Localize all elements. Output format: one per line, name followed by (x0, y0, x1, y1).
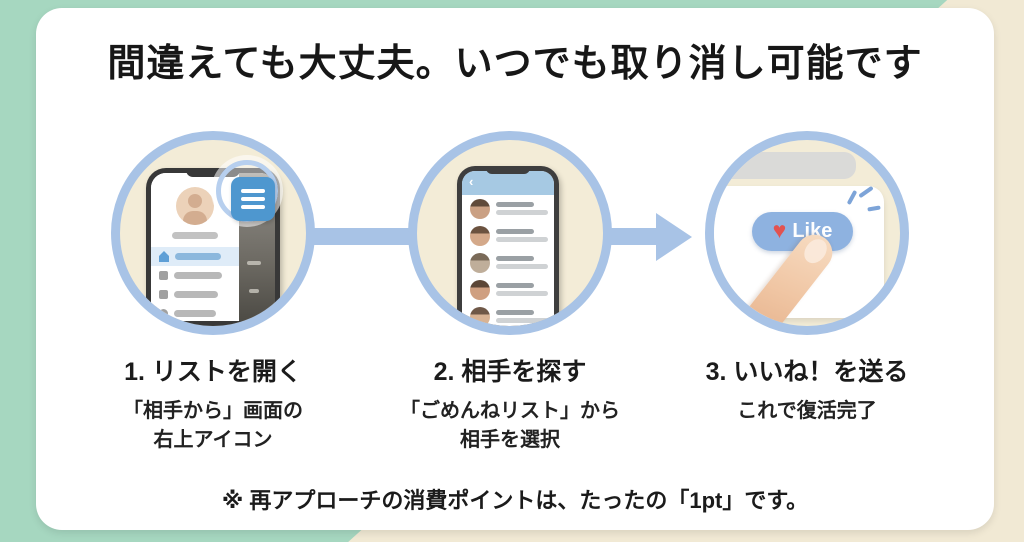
phone-mockup-list: ‹ (457, 166, 559, 326)
avatar (470, 252, 490, 273)
footnote: ※ 再アプローチの消費ポイントは、たったの「1pt」です。 (221, 488, 809, 513)
name-placeholder-bar (172, 232, 218, 239)
hamburger-menu-icon (231, 177, 275, 221)
list-item-text (496, 256, 548, 269)
dimmed-text-bar (247, 261, 261, 265)
menu-item-icon (159, 271, 168, 280)
list-item-text (496, 310, 548, 323)
dimmed-text-bar (249, 289, 259, 293)
step2-caption: 2. 相手を探す 「ごめんねリスト」から 相手を選択 (360, 352, 660, 455)
hamburger-line (241, 189, 265, 193)
connector-line-2 (604, 228, 660, 245)
list-item (462, 303, 554, 326)
avatar (470, 306, 490, 326)
connector-line-1 (307, 228, 415, 245)
step2-desc-line1: 「ごめんねリスト」から (400, 400, 620, 422)
step3-caption: 3. いいね！を送る これで復活完了 (657, 352, 957, 426)
step3-illustration-circle: ♥ Like (705, 131, 909, 335)
avatar (470, 225, 490, 246)
step3-desc-line1: これで復活完了 (737, 400, 877, 422)
menu-label-bar (174, 272, 222, 279)
step1-title: 1. リストを開く (124, 358, 302, 386)
phone2-screen: ‹ (462, 171, 554, 326)
home-icon (159, 250, 169, 262)
page-title: 間違えても大丈夫。いつでも取り消し可能です (107, 43, 923, 85)
step1-illustration-circle (111, 131, 315, 335)
background-card (714, 152, 856, 179)
avatar-head (188, 194, 202, 208)
hamburger-line (241, 197, 265, 201)
step2-title: 2. 相手を探す (433, 358, 587, 386)
back-icon: ‹ (469, 174, 474, 189)
menu-label-bar (174, 291, 218, 298)
list-item-text (496, 283, 548, 296)
list-item-text (496, 202, 548, 215)
phone1-menu-drawer (151, 173, 239, 321)
heart-icon: ♥ (772, 217, 787, 243)
menu-item-icon (159, 309, 168, 318)
menu-label-bar (175, 253, 221, 260)
menu-item-icon (159, 290, 168, 299)
list-item (462, 222, 554, 249)
magnifier-highlight (216, 160, 278, 222)
menu-items (151, 247, 239, 321)
step2-description: 「ごめんねリスト」から 相手を選択 (360, 397, 660, 455)
partner-list (462, 195, 554, 326)
hamburger-line (241, 205, 265, 209)
menu-item (151, 304, 239, 321)
step1-caption: 1. リストを開く 「相手から」画面の 右上アイコン (63, 352, 363, 455)
avatar (470, 198, 490, 219)
list-item (462, 276, 554, 303)
step3-title: 3. いいね！を送る (705, 358, 909, 386)
list-item-text (496, 229, 548, 242)
menu-item (151, 285, 239, 304)
avatar (470, 279, 490, 300)
phone2-notch (486, 166, 530, 174)
menu-item (151, 266, 239, 285)
step3-description: これで復活完了 (657, 397, 957, 426)
phone1-notch (186, 168, 240, 177)
avatar (176, 187, 214, 225)
arrow-right-icon (656, 213, 692, 261)
step1-description: 「相手から」画面の 右上アイコン (63, 397, 363, 455)
menu-label-bar (174, 310, 216, 317)
avatar-body (183, 211, 207, 225)
list-item (462, 195, 554, 222)
step1-desc-line2: 右上アイコン (153, 429, 273, 451)
step2-desc-line2: 相手を選択 (460, 429, 560, 451)
menu-item-active (151, 247, 239, 266)
list-item (462, 249, 554, 276)
phone2-header: ‹ (462, 171, 554, 195)
step1-desc-line1: 「相手から」画面の (123, 400, 303, 422)
step2-illustration-circle: ‹ (408, 131, 612, 335)
fingernail (799, 234, 832, 268)
